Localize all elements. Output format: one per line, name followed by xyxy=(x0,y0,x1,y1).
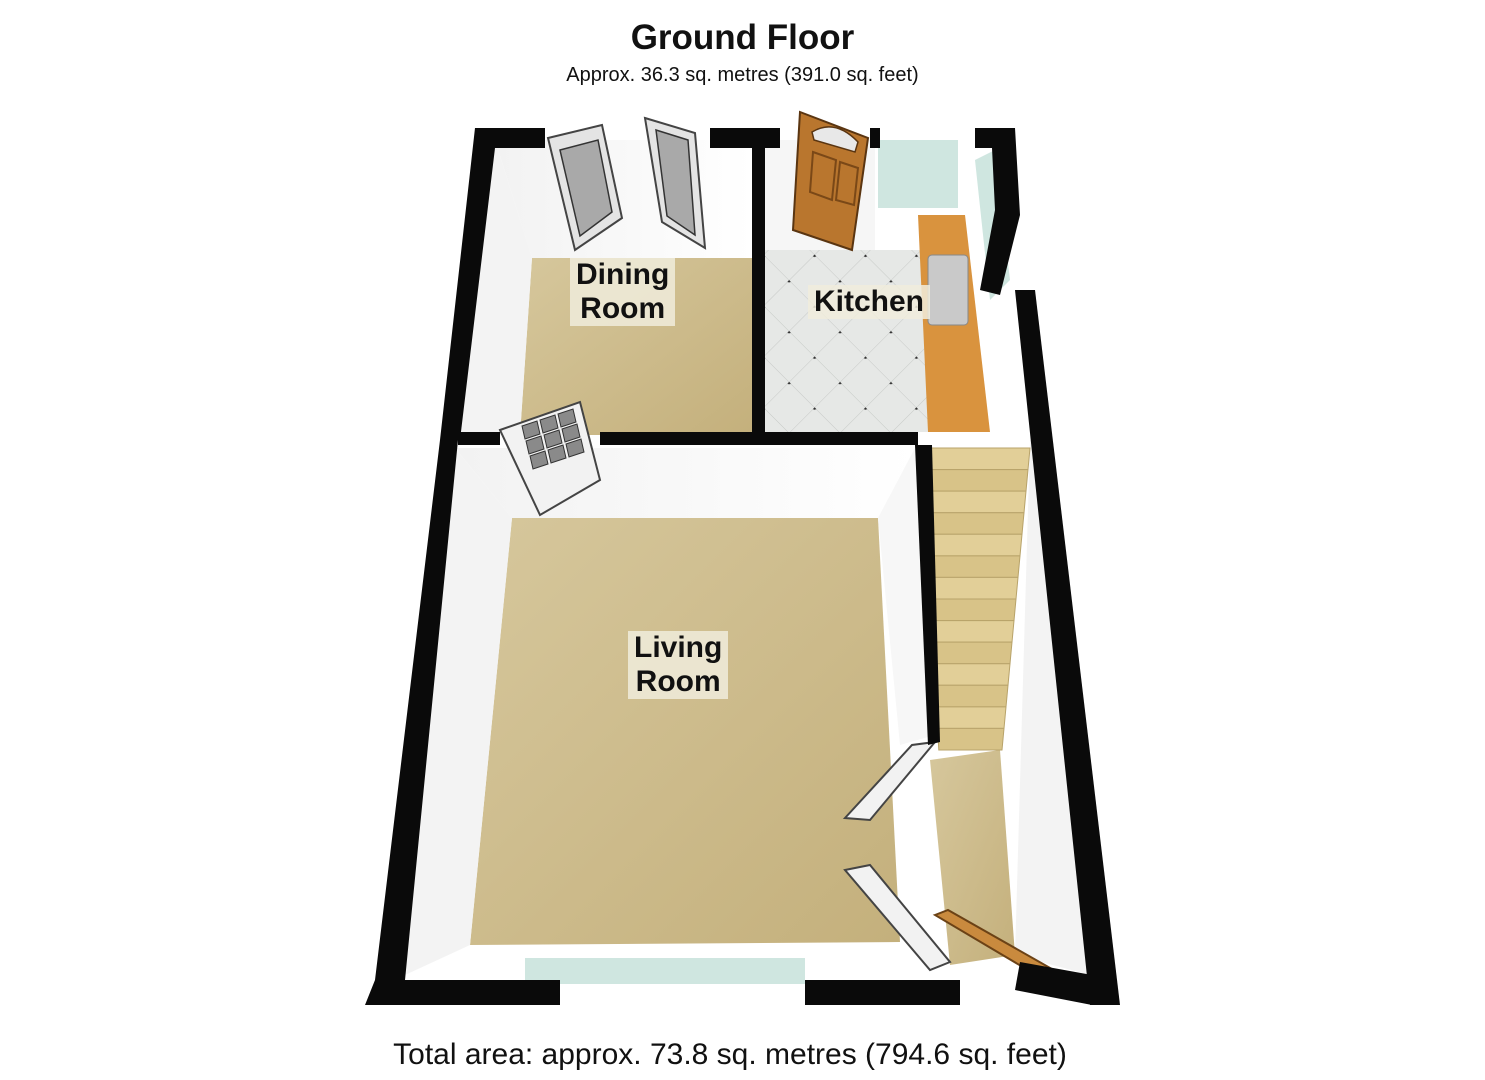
door-glass-pane xyxy=(521,420,541,440)
stair-tread xyxy=(933,663,1011,686)
french-doors xyxy=(546,116,707,252)
living-room xyxy=(405,448,935,984)
kitchen-label: Kitchen xyxy=(808,285,931,319)
kitchen-sink xyxy=(927,254,969,326)
stair-tread xyxy=(928,576,1019,600)
stair-tread xyxy=(937,727,1005,751)
stair-tread xyxy=(931,620,1015,643)
living-room-label: Living Room xyxy=(628,631,729,699)
door-glass-pane xyxy=(547,444,567,464)
living-hall-door-lower xyxy=(843,863,952,972)
door-glass-pane xyxy=(565,438,585,458)
dining-room-label-line1: Dining xyxy=(576,258,670,291)
back-door xyxy=(791,110,870,252)
door-glass-pane xyxy=(539,414,559,434)
front-bay-window xyxy=(525,958,805,984)
stair-tread xyxy=(934,684,1009,708)
stair-tread xyxy=(927,555,1021,578)
staircase xyxy=(921,447,1031,751)
door-glass-pane xyxy=(525,435,545,455)
stair-tread xyxy=(922,469,1029,492)
kitchen-label-line1: Kitchen xyxy=(814,285,925,318)
floor-area-subtitle: Approx. 36.3 sq. metres (391.0 sq. feet) xyxy=(566,64,919,86)
door-glass-pane xyxy=(529,450,549,470)
total-area: Total area: approx. 73.8 sq. metres (794… xyxy=(393,1038,1067,1071)
kitchen-window xyxy=(878,140,958,208)
walls xyxy=(365,128,1120,1005)
stair-tread xyxy=(921,447,1031,471)
stair-tread xyxy=(923,490,1027,514)
door-glass-pane xyxy=(557,408,577,428)
dining-room-label: Dining Room xyxy=(570,258,676,326)
living-room-label-line2: Room xyxy=(635,665,721,698)
living-room-label-line1: Living xyxy=(634,631,723,664)
door-glass-grid xyxy=(521,408,585,470)
door-glass-pane xyxy=(561,423,581,443)
stair-tread xyxy=(935,706,1007,729)
door-glass-pane xyxy=(543,429,563,449)
stair-tread xyxy=(926,533,1023,557)
stair-tread xyxy=(929,598,1017,622)
stair-tread xyxy=(932,641,1013,665)
floor-title: Ground Floor xyxy=(630,18,855,57)
dining-room-label-line2: Room xyxy=(580,292,666,325)
stair-tread xyxy=(925,512,1025,535)
